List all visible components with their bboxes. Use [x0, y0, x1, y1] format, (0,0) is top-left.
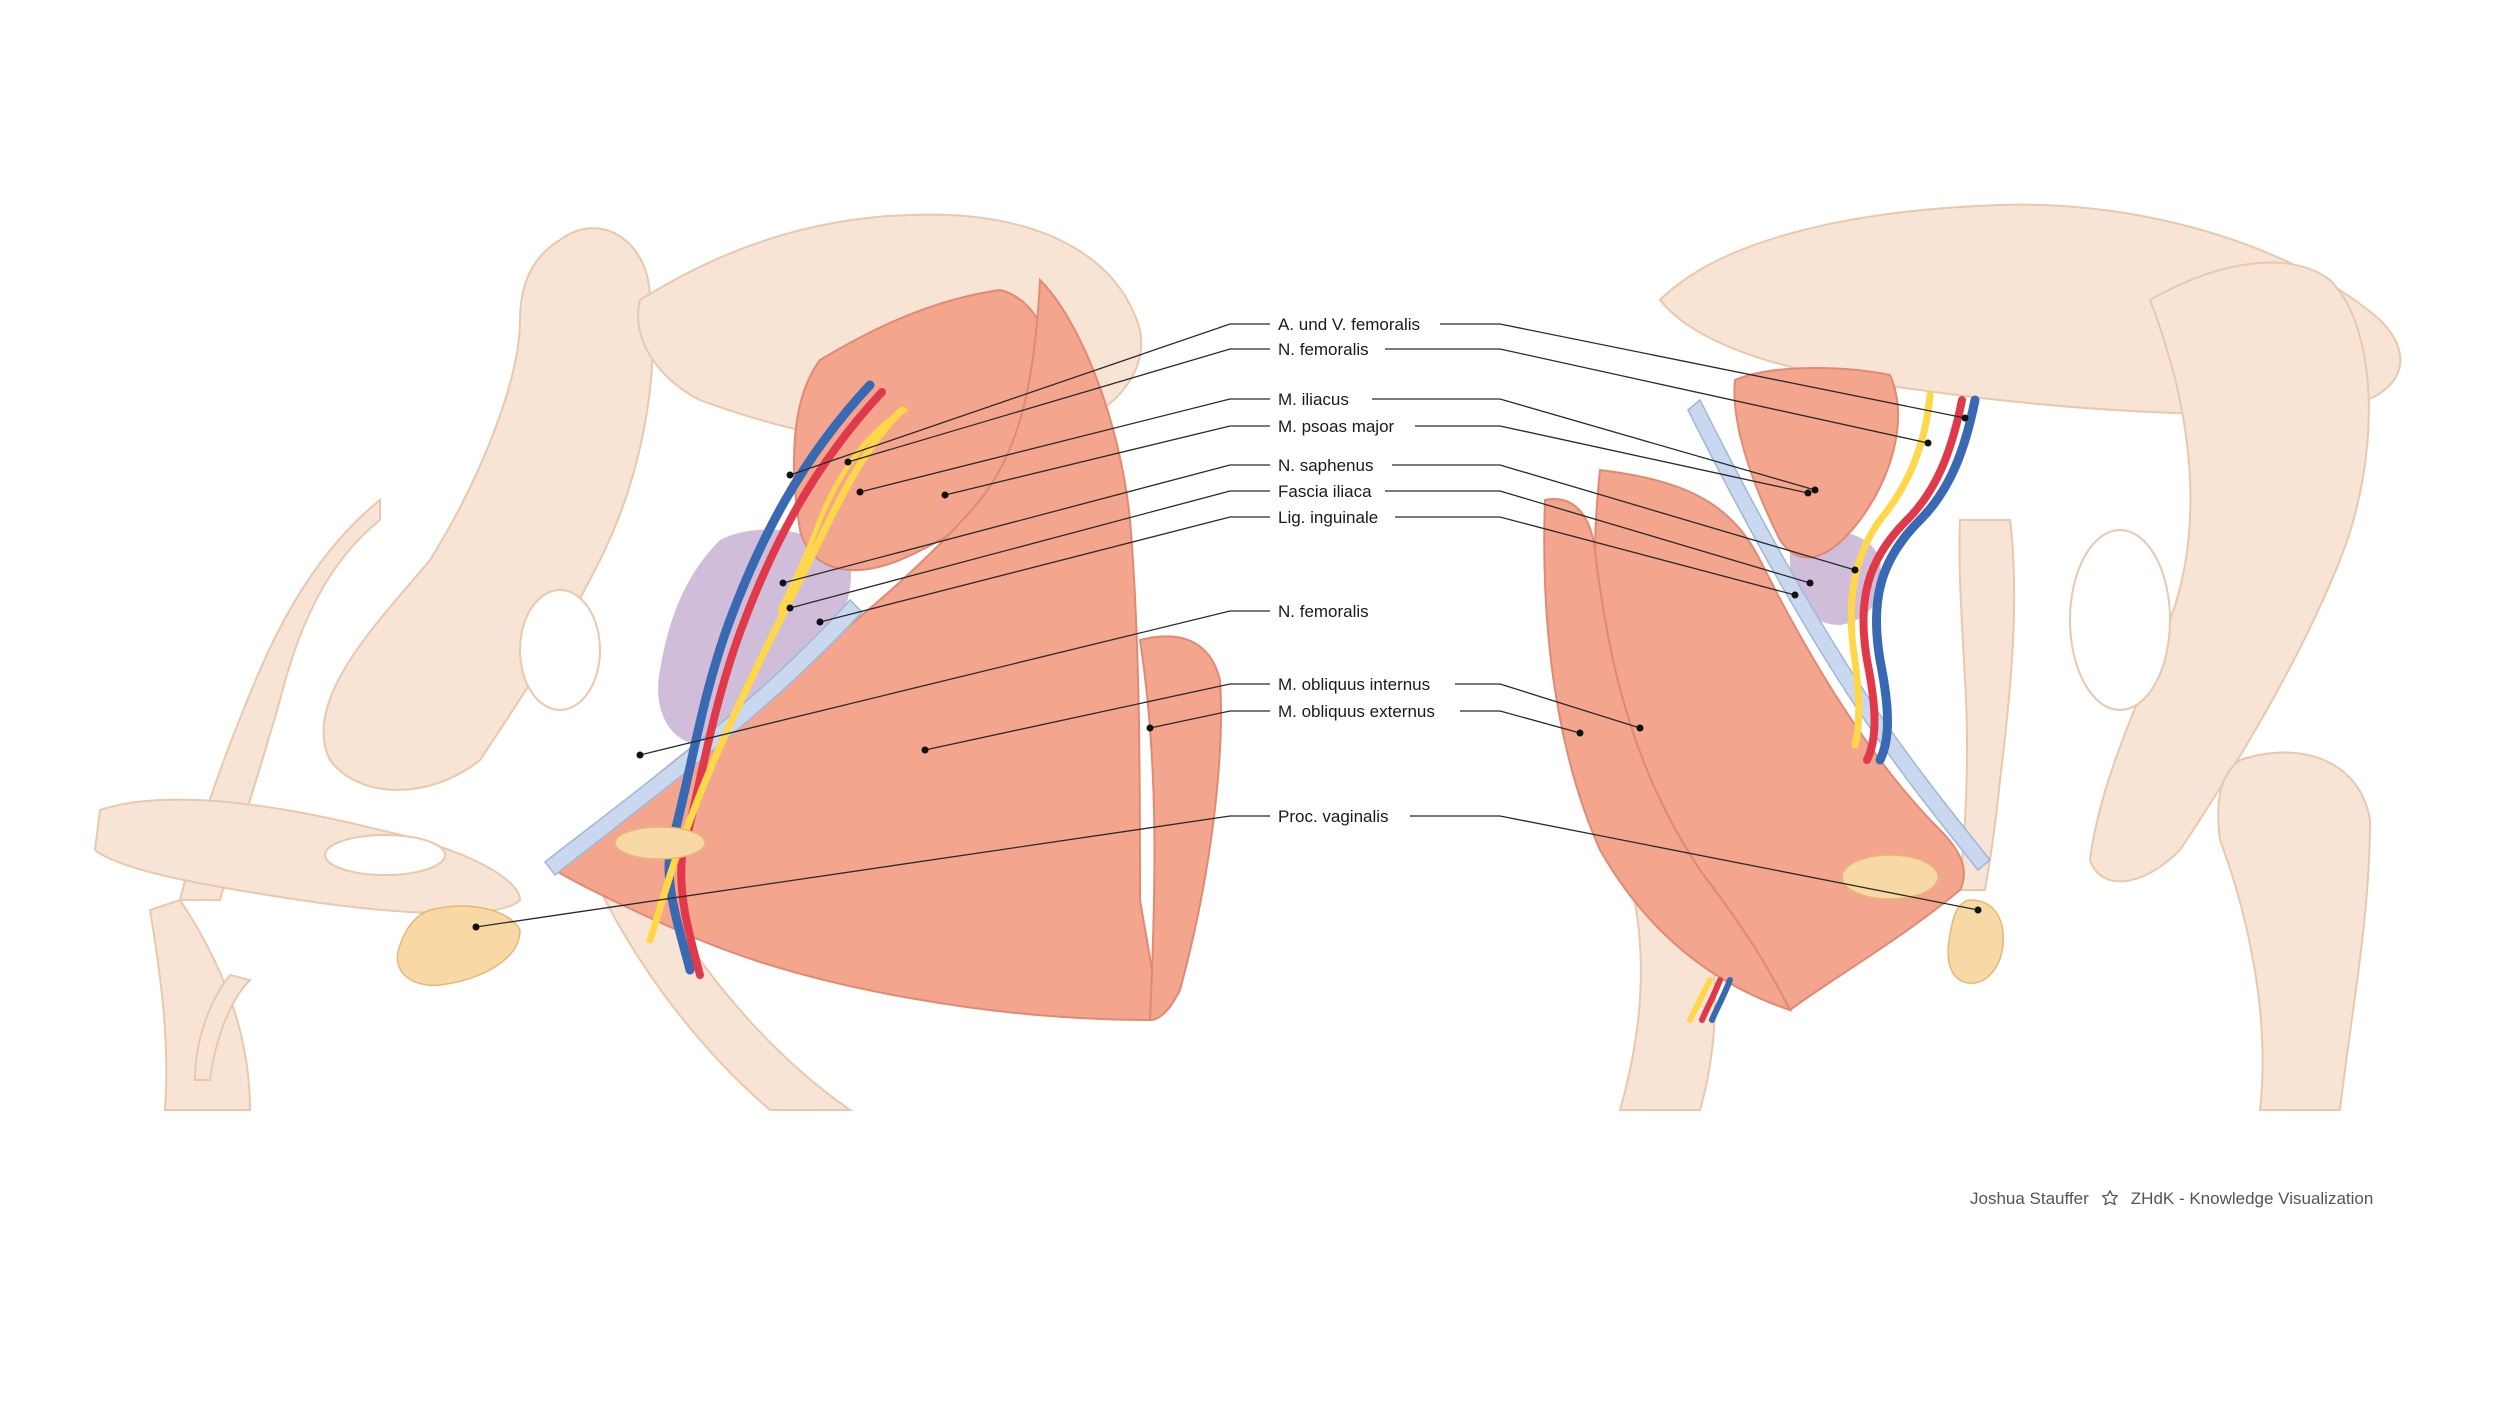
dot-proc-vaginalis-left — [472, 923, 480, 931]
dot-n-femoralis-top-right — [1924, 439, 1932, 447]
leader-m-iliacus-right — [1372, 398, 1816, 491]
left-fascia-iliaca — [543, 598, 864, 877]
left-m-obliquus-externus — [1138, 635, 1222, 1022]
label-m-psoas-major: M. psoas major — [1278, 417, 1395, 436]
left-acetabulum-hole — [519, 589, 601, 711]
label-m-obliquus-externus: M. obliquus externus — [1278, 702, 1435, 721]
left-view — [93, 213, 1222, 1111]
dot-lig-inguinale-right — [1791, 591, 1799, 599]
credit-line: Joshua Stauffer ZHdK - Knowledge Visuali… — [1970, 1188, 2373, 1210]
label-n-saphenus: N. saphenus — [1278, 456, 1373, 475]
right-obturator-foramen — [2069, 529, 2171, 711]
right-view — [1543, 203, 2402, 1111]
dot-n-femoralis-mid-left — [636, 751, 644, 759]
right-proc-vaginalis — [1947, 899, 2004, 984]
dot-proc-vaginalis-right — [1974, 906, 1982, 914]
institution-name: ZHdK - Knowledge Visualization — [2130, 1189, 2374, 1208]
leader-a-v-femoralis-right — [1440, 323, 1966, 419]
dot-m-psoas-left — [941, 491, 949, 499]
dot-m-obliquus-internus-left — [921, 746, 929, 754]
right-artery-lower — [1699, 977, 1723, 1023]
leader-lig-inguinale-right — [1395, 516, 1796, 596]
dot-m-obliquus-internus-right — [1636, 724, 1644, 732]
zhdk-logo-icon — [2101, 1190, 2118, 1206]
leader-proc-vaginalis-right — [1410, 815, 1979, 911]
leader-m-obliquus-externus-right — [1460, 710, 1581, 734]
dot-m-obliquus-externus-left — [1146, 724, 1154, 732]
left-m-obliquus-internus — [553, 277, 1156, 1022]
right-m-iliacus — [1733, 367, 1899, 559]
dot-fascia-iliaca-left — [786, 604, 794, 612]
left-nerve-femoralis — [646, 406, 906, 944]
dot-m-iliacus-left — [856, 488, 864, 496]
dot-m-psoas-right — [1804, 489, 1812, 497]
leader-n-femoralis-mid-left — [639, 610, 1270, 756]
leader-lig-inguinale-left — [819, 516, 1270, 623]
left-proc-vaginalis-ring — [614, 826, 706, 860]
right-artery — [1859, 396, 1966, 764]
left-proc-vaginalis — [396, 905, 521, 987]
leader-m-psoas-left — [944, 425, 1270, 496]
right-ilium — [2088, 261, 2370, 883]
dot-n-saphenus-left — [779, 579, 787, 587]
left-femur-2 — [148, 898, 252, 1111]
label-n-femoralis-mid: N. femoralis — [1278, 602, 1369, 621]
right-fascia-iliaca — [1687, 398, 1992, 872]
leader-m-obliquus-externus-left — [1149, 710, 1270, 729]
leader-n-saphenus-left — [782, 464, 1270, 584]
label-n-femoralis-top: N. femoralis — [1278, 340, 1369, 359]
leader-fascia-iliaca-left — [789, 490, 1270, 609]
dot-m-obliquus-externus-right — [1576, 729, 1584, 737]
dot-fascia-iliaca-right — [1806, 579, 1814, 587]
label-m-iliacus: M. iliacus — [1278, 390, 1349, 409]
right-pelvis-skeleton — [1618, 203, 2402, 1111]
right-vein-lower — [1709, 977, 1733, 1023]
left-artery — [677, 388, 886, 979]
dot-a-v-femoralis-right — [1961, 414, 1969, 422]
label-m-obliquus-internus: M. obliquus internus — [1278, 675, 1430, 694]
author-name: Joshua Stauffer — [1970, 1189, 2089, 1208]
leader-n-femoralis-top-left — [847, 348, 1270, 463]
leader-m-psoas-right — [1415, 425, 1809, 494]
right-vein — [1871, 395, 1980, 765]
label-a-v-femoralis: A. und V. femoralis — [1278, 315, 1420, 334]
label-proc-vaginalis: Proc. vaginalis — [1278, 807, 1389, 826]
dot-m-iliacus-right — [1811, 486, 1819, 494]
right-nerve-saphenus — [1687, 977, 1713, 1023]
leader-fascia-iliaca-right — [1385, 490, 1811, 584]
left-obturator-foramen — [324, 834, 446, 876]
label-lig-inguinale: Lig. inguinale — [1278, 508, 1378, 527]
left-vein — [664, 380, 875, 975]
dot-n-femoralis-top-left — [844, 458, 852, 466]
dot-lig-inguinale-left — [816, 618, 824, 626]
left-tail-vertebrae — [193, 973, 252, 1081]
labels: A. und V. femoralis N. femoralis M. ilia… — [472, 315, 1982, 931]
dot-a-v-femoralis-left — [786, 471, 794, 479]
leader-a-v-femoralis-left — [789, 323, 1270, 476]
leader-n-saphenus-right — [1392, 464, 1856, 571]
left-ischium — [93, 798, 522, 915]
left-nerve-saphenus — [777, 407, 908, 613]
leader-m-iliacus-left — [859, 398, 1270, 493]
label-fascia-iliaca: Fascia iliaca — [1278, 482, 1372, 501]
leader-m-obliquus-internus-right — [1455, 683, 1641, 729]
left-vessels — [646, 380, 908, 979]
leader-n-femoralis-top-right — [1385, 348, 1929, 444]
right-spine — [1958, 519, 2016, 891]
leader-proc-vaginalis-left — [475, 815, 1270, 928]
right-femur-right — [2217, 751, 2372, 1111]
dot-n-saphenus-right — [1851, 566, 1859, 574]
leader-m-obliquus-internus-left — [924, 683, 1270, 751]
